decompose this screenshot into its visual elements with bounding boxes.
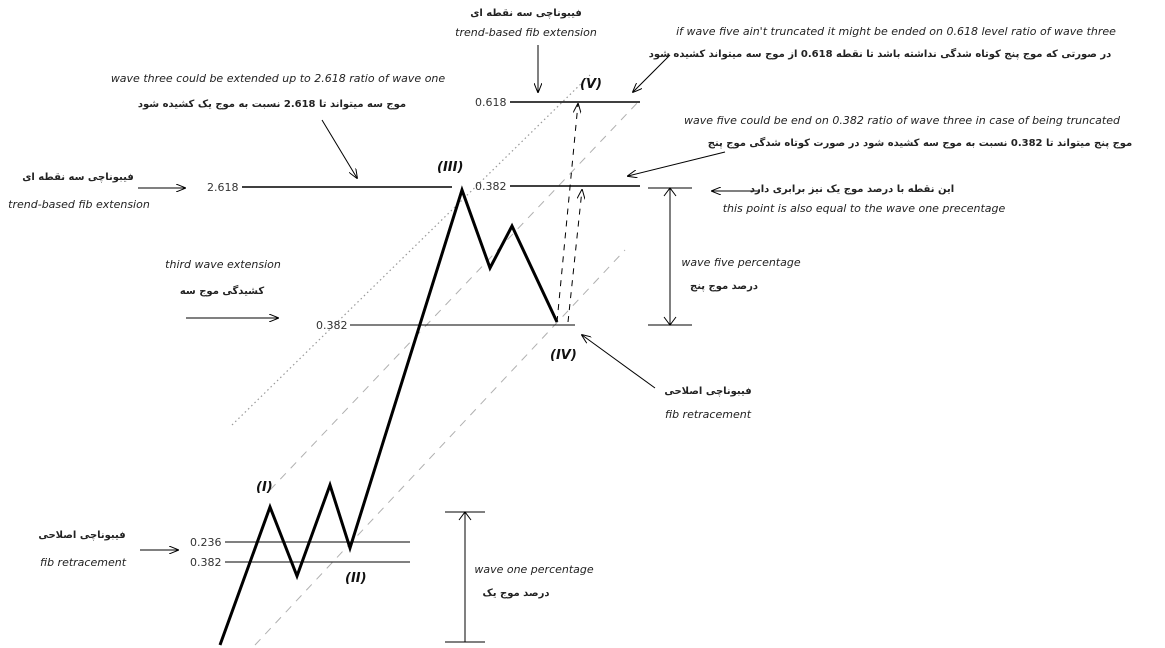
annotation-w1-pct-fa: درصد موج یک [483, 588, 550, 599]
wave1-measure-arrow-top [458, 511, 472, 521]
arrow-truncated-diag [628, 151, 726, 176]
wave-label-2: (II) [345, 571, 367, 586]
annotation-w5-pct-fa: درصد موج پنج [690, 281, 758, 292]
annotation-equal-fa: این نقطه با درصد موج یک نیز برابری دارد [750, 184, 954, 195]
annotation-third-ext-en: third wave extension [165, 258, 281, 271]
annotation-retr-left-fa: فیبوناچی اصلاحی [38, 530, 125, 541]
annotation-w1-pct-en: wave one percentage [474, 563, 594, 576]
level-label-0618-top: 0.618 [475, 96, 507, 109]
arrow-w3-ext-diag [321, 119, 357, 178]
level-label-0382-top: 0.382 [475, 180, 507, 193]
channel-line-lower [254, 249, 626, 646]
wave-label-4: (IV) [550, 348, 577, 363]
annotation-retr-right-en: fib retracement [665, 408, 752, 421]
annotation-left-fa: فیبوناچی سه نقطه ای [22, 172, 134, 183]
wave5-measure-arrow-top [663, 187, 677, 197]
dotted-trend-line [231, 74, 591, 426]
wave-label-3: (III) [437, 160, 463, 175]
level-label-0236-low: 0.236 [190, 536, 222, 549]
annotation-equal-en: this point is also equal to the wave one… [723, 202, 1006, 215]
annotation-retr-left-en: fib retracement [40, 556, 127, 569]
wave5-measure-arrow-bottom [663, 316, 677, 326]
annotation-left-en: trend-based fib extension [8, 198, 150, 211]
level-label-0382-low: 0.382 [190, 556, 222, 569]
wave5-projection-short [567, 190, 582, 323]
annotation-retr-right-fa: فیبوناچی اصلاحی [664, 386, 751, 397]
annotation-w3-ext-fa: موج سه میتواند تا 2.618 نسبت به موج یک ک… [138, 99, 406, 110]
wave-label-1: (I) [256, 480, 273, 495]
arrow-retr-right-diag [582, 335, 656, 389]
annotation-w5-pct-en: wave five percentage [681, 256, 800, 269]
wave-label-5: (V) [580, 77, 602, 92]
annotation-truncated-en: wave five could be end on 0.382 ratio of… [684, 114, 1121, 127]
annotation-top-center-fa: فیبوناچی سه نقطه ای [470, 8, 582, 19]
annotation-top-right-fa: در صورتی که موج پنج کوتاه شدگی نداشته با… [649, 47, 1112, 60]
annotation-top-center-en: trend-based fib extension [455, 26, 597, 39]
arrow-top-right-diag [633, 54, 671, 92]
price-wave-path [218, 185, 559, 646]
annotation-truncated-fa: موج پنج میتواند تا 0.382 نسبت به موج سه … [708, 136, 1133, 149]
annotation-top-right-en: if wave five ain't truncated it might be… [676, 25, 1116, 38]
wave5-projection-long [556, 104, 578, 323]
level-label-2618: 2.618 [207, 181, 239, 194]
annotation-third-ext-fa: کشیدگی موج سه [180, 284, 264, 297]
annotation-w3-ext-en: wave three could be extended up to 2.618… [111, 72, 446, 85]
level-label-0382-mid: 0.382 [316, 319, 348, 332]
